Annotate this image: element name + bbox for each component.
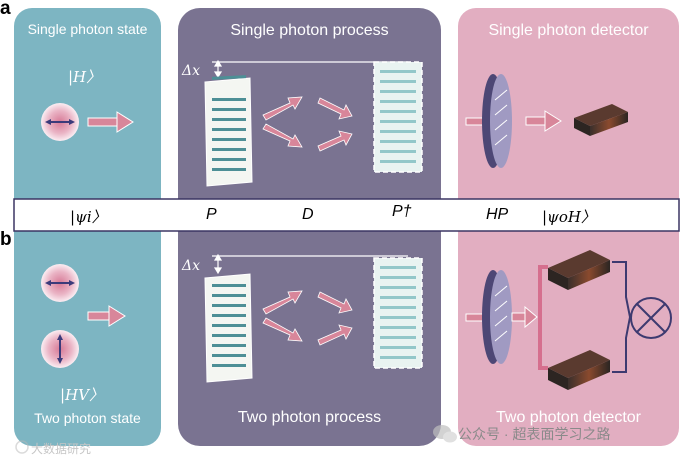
polarizer-icon xyxy=(465,270,512,364)
detector-icon xyxy=(548,350,610,390)
process-title-bottom: Two photon process xyxy=(237,409,382,426)
arrow-icon xyxy=(525,110,562,132)
diverging-arrows xyxy=(262,96,353,152)
bar-hp: HP xyxy=(486,206,509,223)
label-b: b xyxy=(0,229,12,250)
bar-p-dagger: P† xyxy=(392,203,412,220)
metasurface-p xyxy=(204,75,253,187)
polarization-spot-v xyxy=(41,330,79,368)
bar-p: P xyxy=(206,206,217,223)
watermark-left: 大数据研究 xyxy=(31,442,92,456)
watermark-logo-icon xyxy=(15,440,29,454)
label-a: a xyxy=(0,0,11,19)
process-title-top: Single photon process xyxy=(230,22,389,39)
operator-bar xyxy=(13,198,680,232)
bar-psi-oh: |ψoH〉 xyxy=(542,208,596,226)
state-title-top: Single photon state xyxy=(27,21,148,37)
diverging-arrows xyxy=(262,290,353,346)
wechat-icon xyxy=(433,425,457,443)
detector-icon xyxy=(548,250,610,290)
metasurface-p-dagger xyxy=(373,61,423,173)
arrow-icon xyxy=(511,305,538,329)
offset-bracket xyxy=(212,253,408,275)
coincidence-icon xyxy=(630,297,672,339)
metasurface-p-dagger xyxy=(373,257,423,369)
watermark-right: 公众号 · 超表面学习之路 xyxy=(458,426,611,442)
detector-title-top: Single photon detector xyxy=(488,22,649,39)
state-h-label: |H〉 xyxy=(68,68,102,86)
offset-label-bottom: Δx xyxy=(182,258,201,274)
polarizer-icon xyxy=(465,74,512,168)
polarization-spot-h xyxy=(41,264,79,302)
offset-label-top: Δx xyxy=(182,63,201,79)
detector-title-bottom: Two photon detector xyxy=(496,409,641,426)
state-hv-label: |HV〉 xyxy=(60,386,104,404)
splitter-bracket xyxy=(538,261,632,373)
polarization-spot-h xyxy=(41,103,79,141)
bar-psi-i: |ψi〉 xyxy=(70,208,107,226)
arrow-icon xyxy=(87,305,126,327)
detector-icon xyxy=(574,104,628,136)
arrow-icon xyxy=(87,111,134,133)
bar-d: D xyxy=(302,206,314,223)
metasurface-p xyxy=(204,273,253,383)
state-title-bottom: Two photon state xyxy=(34,410,141,426)
